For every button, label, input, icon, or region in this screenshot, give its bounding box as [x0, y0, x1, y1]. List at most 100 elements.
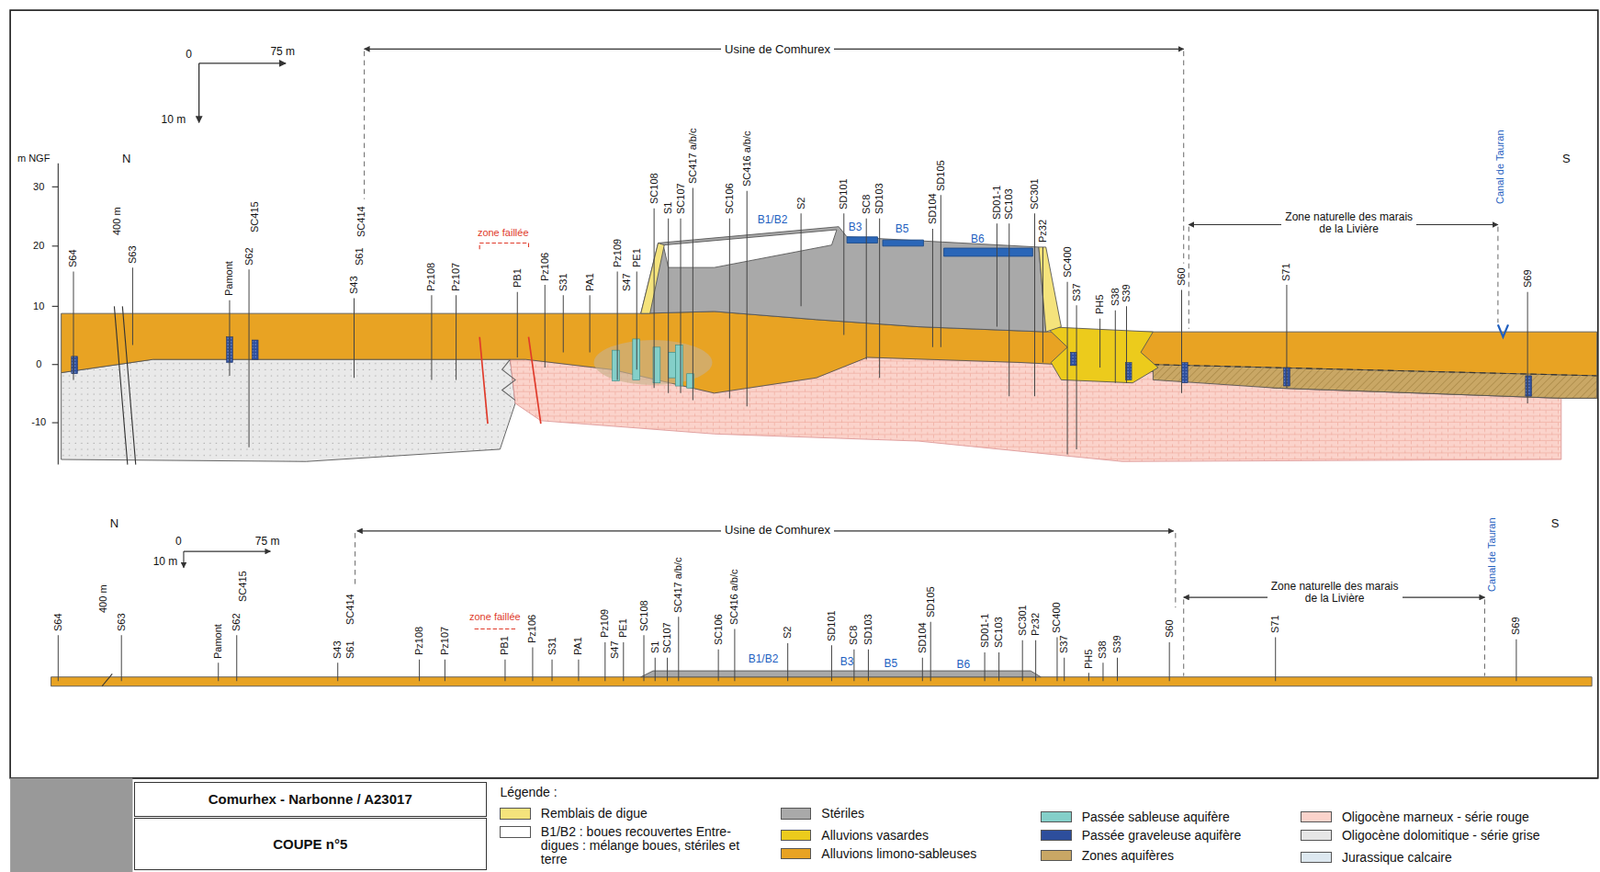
borehole-line	[733, 629, 735, 682]
borehole-label: S69	[1510, 616, 1522, 635]
borehole-label: SD105	[935, 159, 947, 192]
borehole-label: S31	[558, 272, 569, 292]
annotation-label: N	[110, 517, 119, 530]
borehole-label: SC108	[639, 599, 650, 631]
borehole-line	[517, 292, 519, 358]
legend-text: Oligocène marneux - série rouge	[1341, 810, 1530, 823]
figure-frame	[10, 10, 1599, 778]
borehole-line	[617, 271, 619, 381]
borehole-line	[1042, 247, 1044, 363]
borehole-label: S2	[782, 626, 793, 639]
annotation-label: B6	[970, 233, 985, 245]
borehole-label: PB1	[499, 635, 510, 655]
title-block-box: Comurhex - Narbonne / A23017	[134, 781, 487, 817]
fault-line	[122, 305, 136, 464]
annotation-label: B1/B2	[748, 653, 779, 665]
borehole-line	[1102, 662, 1104, 681]
basin-b3	[846, 236, 878, 244]
borehole-label: S60	[1164, 619, 1175, 639]
borehole-label: PA1	[585, 272, 596, 292]
borehole-label: Pz106	[540, 251, 551, 281]
borehole-label: S69	[1522, 270, 1533, 289]
basin-b5	[882, 239, 924, 247]
borehole-label: SC416 a/b/c	[729, 568, 740, 625]
remblais-digue	[1038, 247, 1061, 332]
fault-zone-line	[479, 337, 488, 424]
legend-swatch	[780, 829, 812, 841]
plant-extent-limit	[1183, 51, 1184, 264]
annotation-label: Légende :	[499, 785, 557, 799]
borehole-label: 400 m	[98, 584, 109, 613]
borehole-label: SC417 a/b/c	[673, 556, 684, 613]
borehole-line	[677, 616, 679, 681]
borehole-label: S71	[1281, 262, 1292, 282]
annotation-label: Zone naturelle des marais de la Livière	[1281, 210, 1417, 237]
borehole-label: S60	[1176, 267, 1187, 286]
borehole-label: SD104	[927, 193, 938, 226]
borehole-label: PA1	[573, 636, 584, 655]
borehole-line	[984, 652, 986, 681]
plant-extent-limit	[363, 51, 365, 200]
annotation-label: m NGF	[17, 153, 50, 164]
borehole-label: S43	[349, 275, 360, 294]
depth-axis	[57, 163, 59, 465]
borehole-label: S43	[332, 640, 343, 659]
borehole-line	[552, 659, 553, 681]
annotation-label: zone faillée	[477, 227, 530, 238]
borehole-label: SC106	[724, 183, 735, 215]
borehole-label: S2	[796, 196, 807, 209]
borehole-line	[1035, 640, 1037, 681]
borehole-label: SC107	[662, 621, 673, 654]
borehole-line	[866, 218, 868, 360]
borehole-label: S31	[547, 637, 558, 656]
borehole-label: PE1	[618, 619, 629, 639]
borehole-line	[1169, 642, 1171, 681]
borehole-label: PE1	[631, 247, 643, 268]
borehole-line	[622, 642, 624, 681]
borehole-label: SC103	[993, 617, 1004, 649]
passee-sableuse	[612, 349, 620, 381]
marsh-extent-limit	[1183, 598, 1184, 676]
passee-sableuse	[668, 351, 677, 378]
borehole-label: Pamont	[224, 260, 235, 296]
borehole-line	[1116, 657, 1118, 682]
borehole-label: 400 m	[112, 206, 123, 236]
scale-bar	[198, 63, 200, 123]
borehole-line	[680, 218, 682, 394]
borehole-line	[1527, 292, 1529, 404]
borehole-line	[604, 642, 606, 681]
borehole-label: SD01-1	[991, 185, 1003, 220]
borehole-line	[843, 213, 845, 335]
borehole-line	[57, 634, 59, 681]
borehole-label: Canal de Tauran	[1487, 518, 1498, 593]
legend-swatch	[1040, 849, 1071, 861]
legend-swatch	[1300, 851, 1331, 863]
annotation-label: 10 m	[161, 113, 187, 125]
borehole-label: S37	[1059, 634, 1070, 654]
borehole-label: S61	[345, 640, 356, 659]
steriles-band	[641, 670, 1041, 677]
borehole-line	[248, 269, 250, 447]
legend-text: Passée sableuse aquifère	[1081, 810, 1230, 823]
annotation-label: Usine de Comhurex	[721, 522, 834, 537]
legend-swatch	[1300, 829, 1331, 841]
borehole-line	[831, 644, 833, 681]
borehole-line	[636, 271, 638, 371]
borehole-line	[544, 284, 546, 368]
legend-text: Zones aquifères	[1081, 848, 1174, 862]
borehole-line	[996, 223, 998, 327]
borehole-label: SC301	[1029, 178, 1040, 210]
borehole-label: S47	[621, 272, 632, 292]
remblais-digue	[641, 242, 665, 314]
annotation-label: S	[1551, 517, 1560, 530]
title-text: COUPE n°5	[272, 835, 348, 852]
borehole-line	[430, 294, 432, 380]
legend-swatch	[1040, 811, 1071, 823]
borehole-label: S38	[1110, 288, 1121, 307]
borehole-label: Pz108	[414, 626, 425, 655]
annotation-label: B1/B2	[757, 214, 789, 226]
borehole-line	[718, 649, 720, 681]
annotation-label: 75 m	[270, 45, 295, 57]
borehole-line	[217, 662, 219, 681]
